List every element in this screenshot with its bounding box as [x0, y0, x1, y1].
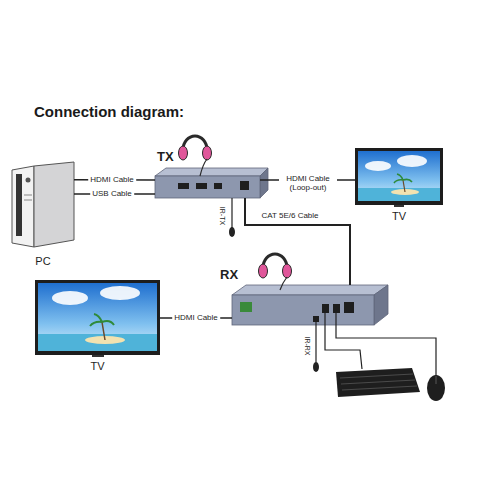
pc-node: PC	[12, 162, 74, 247]
ir-cable	[315, 322, 316, 362]
tv-node: TV	[355, 148, 443, 205]
cable-label: CAT 5E/6 Cable	[259, 212, 320, 221]
port-label: IR-TX	[218, 206, 226, 226]
cable-connector	[245, 198, 350, 285]
device-label: TV	[392, 210, 406, 222]
port-label: IR-RX	[303, 335, 311, 356]
ir-sensor	[229, 227, 235, 237]
keyboard-drawing	[336, 368, 420, 397]
headphones-icon	[179, 136, 212, 176]
tx-node: TX	[155, 168, 260, 198]
cable-label: HDMI Cable	[172, 314, 220, 323]
pc-tower-drawing	[12, 162, 74, 247]
usb-cable	[336, 313, 436, 376]
device-label: PC	[35, 255, 50, 267]
tx-extender-drawing	[155, 168, 268, 198]
mouse-drawing	[427, 375, 445, 401]
mouse-button-line	[436, 376, 437, 384]
cable-label: USB Cable	[90, 190, 134, 199]
ir-sensor	[313, 362, 319, 372]
tv-node: TV	[35, 280, 160, 355]
device-label: TX	[157, 150, 174, 164]
headphones-icon	[259, 254, 292, 290]
tv-drawing	[35, 280, 160, 357]
rx-node: RX	[232, 285, 374, 325]
tv-drawing	[355, 148, 443, 207]
usb-cable	[325, 313, 362, 369]
diagram-title: Connection diagram:	[34, 104, 184, 121]
device-label: TV	[90, 360, 104, 372]
cable-label: HDMI Cable	[88, 176, 136, 185]
rx-extender-drawing	[232, 285, 388, 325]
ir-cable	[231, 198, 232, 228]
cable-label: HDMI Cable (Loop-out)	[279, 175, 337, 193]
device-label: RX	[220, 268, 238, 282]
